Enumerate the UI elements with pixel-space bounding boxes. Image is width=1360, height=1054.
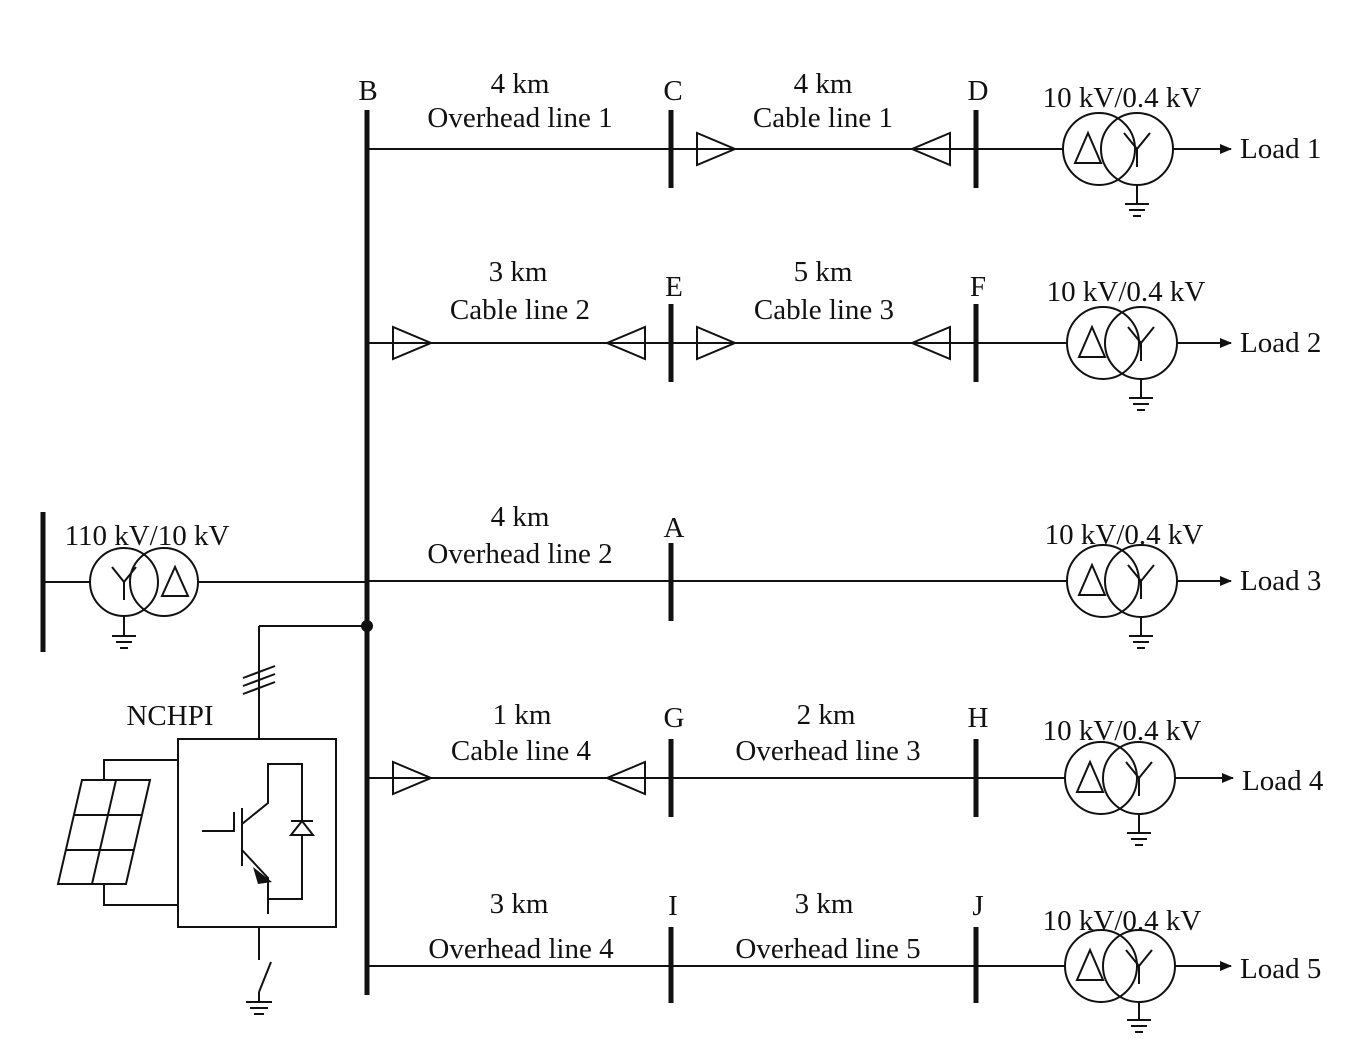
converter-box xyxy=(177,738,337,928)
segment-length: 3 km xyxy=(489,256,548,288)
transformer-icon xyxy=(89,547,199,649)
segment-name: Overhead line 4 xyxy=(428,933,614,965)
bus-f-label: F xyxy=(970,271,986,303)
bus-a-label: A xyxy=(664,512,685,544)
igbt-diode-icon xyxy=(202,763,316,914)
bus-g-label: G xyxy=(664,702,685,734)
segment-name: Cable line 3 xyxy=(754,294,894,326)
segment-name: Overhead line 3 xyxy=(735,735,920,767)
cable-terminal-icon xyxy=(696,131,738,167)
load-label: Load 4 xyxy=(1242,765,1324,797)
load-label: Load 3 xyxy=(1240,565,1321,597)
segment-name: Overhead line 1 xyxy=(427,102,612,134)
segment-name: Cable line 1 xyxy=(753,102,893,134)
segment-length: 4 km xyxy=(794,68,853,100)
transformer-icon xyxy=(1064,741,1176,846)
segment-length: 4 km xyxy=(491,68,550,100)
bus-d-label: D xyxy=(968,75,989,107)
segment-length: 4 km xyxy=(491,501,550,533)
segment-length: 2 km xyxy=(797,699,856,731)
load-label: Load 2 xyxy=(1240,327,1321,359)
cable-terminal-icon xyxy=(696,325,738,361)
segment-length: 3 km xyxy=(490,888,549,920)
transformer-label: 10 kV/0.4 kV xyxy=(1043,82,1202,114)
transformer-icon xyxy=(1066,544,1178,649)
bus-i-label: I xyxy=(668,890,678,922)
feeder-2: 3 km Cable line 2 E 5 km Cable line 3 F … xyxy=(367,256,1321,411)
transformer-icon xyxy=(1062,112,1174,217)
segment-length: 1 km xyxy=(493,699,552,731)
feeder-1: 4 km Overhead line 1 C 4 km Cable line 1… xyxy=(367,68,1321,217)
cable-terminal-icon xyxy=(392,325,434,361)
cable-terminal-icon xyxy=(604,760,646,796)
cable-terminal-icon xyxy=(604,325,646,361)
source-supply: 110 kV/10 kV xyxy=(40,512,367,652)
segment-name: Cable line 4 xyxy=(451,735,592,767)
transformer-label: 10 kV/0.4 kV xyxy=(1043,905,1202,937)
segment-length: 5 km xyxy=(794,256,853,288)
transformer-label: 10 kV/0.4 kV xyxy=(1043,715,1202,747)
bus-c-label: C xyxy=(663,75,682,107)
segment-length: 3 km xyxy=(795,888,854,920)
ground-switch-icon xyxy=(246,927,272,1015)
transformer-icon xyxy=(1064,929,1176,1033)
feeder-4: 1 km Cable line 4 G 2 km Overhead line 3… xyxy=(367,699,1324,846)
bus-h-label: H xyxy=(968,702,989,734)
feeder-3: 4 km Overhead line 2 A 10 kV/0.4 kV Load… xyxy=(367,501,1321,649)
pv-panel-icon xyxy=(56,759,178,906)
load-label: Load 1 xyxy=(1240,133,1321,165)
segment-name: Cable line 2 xyxy=(450,294,590,326)
segment-name: Overhead line 2 xyxy=(427,538,612,570)
bus-j-label: J xyxy=(972,890,983,922)
transformer-label: 10 kV/0.4 kV xyxy=(1045,519,1204,551)
cable-terminal-icon xyxy=(909,325,951,361)
transformer-label: 10 kV/0.4 kV xyxy=(1047,276,1206,308)
bus-e-label: E xyxy=(665,271,683,303)
converter-label: NCHPI xyxy=(126,700,213,732)
transformer-icon xyxy=(1066,306,1178,411)
source-transformer-label: 110 kV/10 kV xyxy=(65,520,230,552)
three-phase-marker-icon xyxy=(242,665,276,695)
cable-terminal-icon xyxy=(909,131,951,167)
bus-b-label: B xyxy=(358,75,377,107)
segment-name: Overhead line 5 xyxy=(735,933,920,965)
load-label: Load 5 xyxy=(1240,953,1321,985)
nchpi-converter: NCHPI xyxy=(126,620,373,1015)
cable-terminal-icon xyxy=(392,760,434,796)
feeder-5: 3 km Overhead line 4 I 3 km Overhead lin… xyxy=(367,888,1321,1033)
